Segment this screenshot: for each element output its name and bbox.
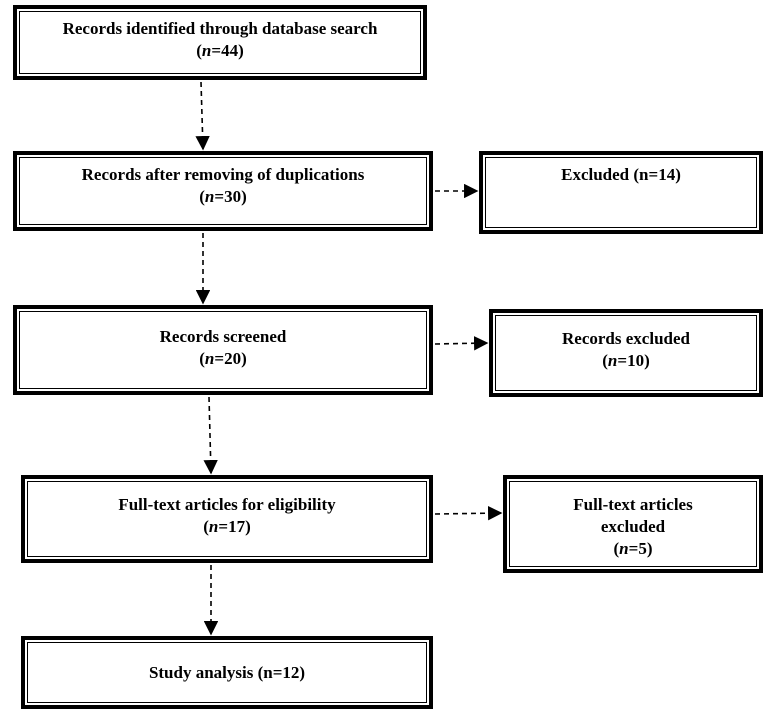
arrow-identified-to-after (195, 81, 210, 151)
fulltext-excluded-title-line1: Full-text articles (573, 495, 693, 514)
box-records-after-duplicates: Records after removing of duplications (… (13, 151, 433, 231)
records-screened-title: Records screened (159, 327, 287, 346)
box-records-excluded: Records excluded (n=10) (489, 309, 763, 397)
records-after-duplicates-title: Records after removing of duplications (81, 165, 365, 184)
fulltext-excluded-title-line2: excluded (600, 517, 666, 536)
excluded-title: Excluded (n=14) (561, 165, 681, 184)
records-identified-title: Records identified through database sear… (62, 19, 378, 38)
records-after-duplicates-count: (n=30) (199, 187, 247, 206)
box-study-analysis: Study analysis (n=12) (21, 636, 433, 709)
records-excluded-title: Records excluded (562, 329, 690, 348)
arrow-screened-to-excluded (434, 336, 489, 351)
box-fulltext-eligibility: Full-text articles for eligibility (n=17… (21, 475, 433, 563)
box-excluded: Excluded (n=14) (479, 151, 763, 234)
records-excluded-count: (n=10) (602, 351, 650, 370)
fulltext-eligibility-count: (n=17) (203, 517, 251, 536)
fulltext-eligibility-title: Full-text articles for eligibility (118, 495, 336, 514)
box-fulltext-excluded: Full-text articles excluded (n=5) (503, 475, 763, 573)
box-records-screened: Records screened (n=20) (13, 305, 433, 395)
box-records-identified: Records identified through database sear… (13, 5, 427, 80)
arrow-screened-to-fulltext (203, 396, 218, 475)
arrow-fulltext-to-excluded (434, 505, 503, 521)
records-identified-count: (n=44) (196, 41, 244, 60)
fulltext-excluded-count: (n=5) (613, 539, 653, 558)
records-screened-count: (n=20) (199, 349, 247, 368)
study-analysis-title: Study analysis (n=12) (148, 662, 306, 682)
